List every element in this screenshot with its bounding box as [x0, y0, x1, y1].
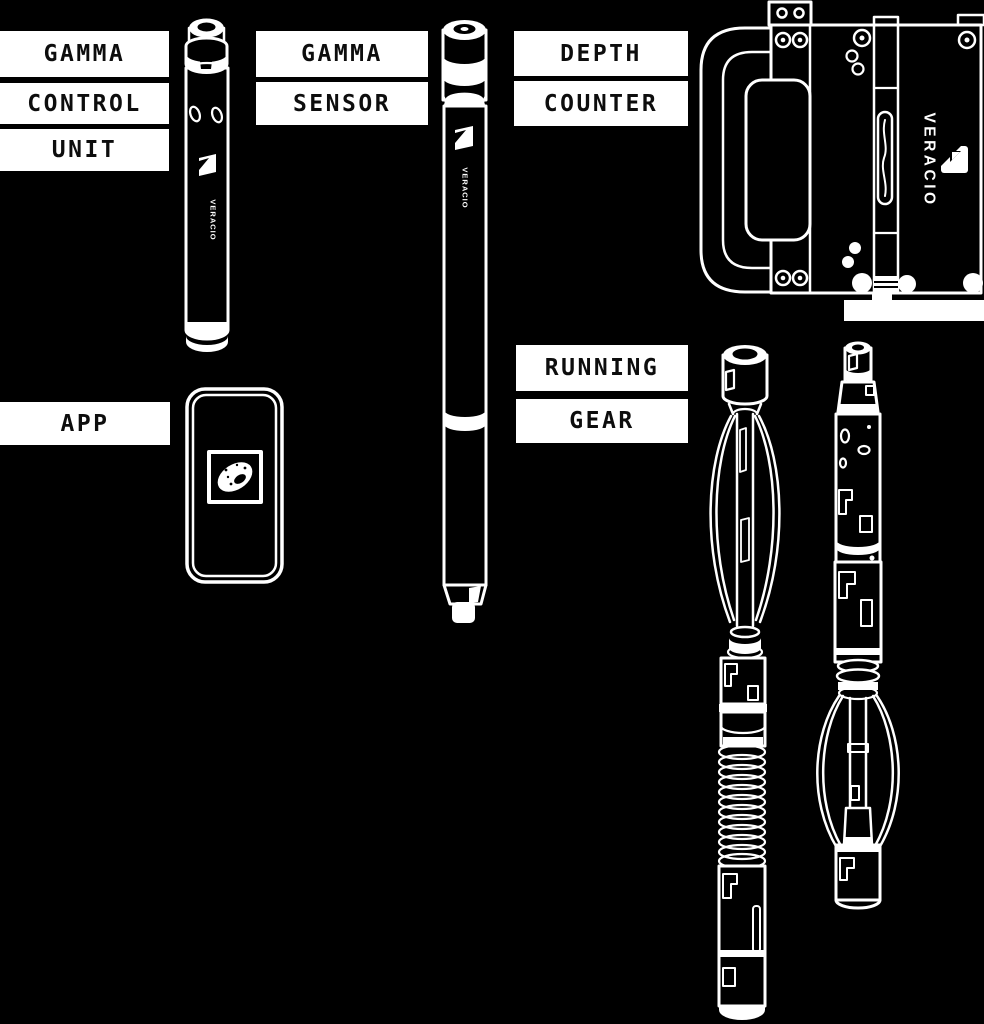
label-gamma-control-unit-line1: GAMMA — [0, 31, 169, 77]
gamma-sensor-illustration: VERACIO — [441, 20, 488, 623]
running-gear-swivel-illustration — [816, 341, 900, 910]
label-gamma-control-unit-line3: UNIT — [0, 129, 169, 171]
running-gear-centralizer-illustration — [709, 345, 781, 1020]
control-unit-brand-text: VERACIO — [209, 199, 218, 240]
veracio-logo-icon — [941, 146, 968, 173]
core-sample-icon — [217, 462, 253, 492]
app-phone-illustration — [185, 387, 284, 584]
label-depth-counter-line1: DEPTH — [514, 31, 688, 76]
label-depth-counter-line2: COUNTER — [514, 81, 688, 126]
label-gamma-sensor-line2: SENSOR — [256, 82, 428, 125]
veracio-logo-icon — [199, 154, 216, 176]
label-running-gear-line2: GEAR — [516, 399, 688, 443]
depth-counter-brand-text: VERACIO — [921, 112, 938, 207]
label-running-gear-line1: RUNNING — [516, 345, 688, 391]
gamma-control-unit-illustration: VERACIO — [184, 18, 230, 352]
label-gamma-sensor-line1: GAMMA — [256, 31, 428, 77]
sensor-brand-text: VERACIO — [461, 167, 470, 208]
veracio-logo-icon — [455, 126, 473, 150]
depth-counter-illustration: VERACIO — [699, 0, 984, 321]
label-app: APP — [0, 402, 170, 445]
label-gamma-control-unit-line2: CONTROL — [0, 83, 169, 124]
